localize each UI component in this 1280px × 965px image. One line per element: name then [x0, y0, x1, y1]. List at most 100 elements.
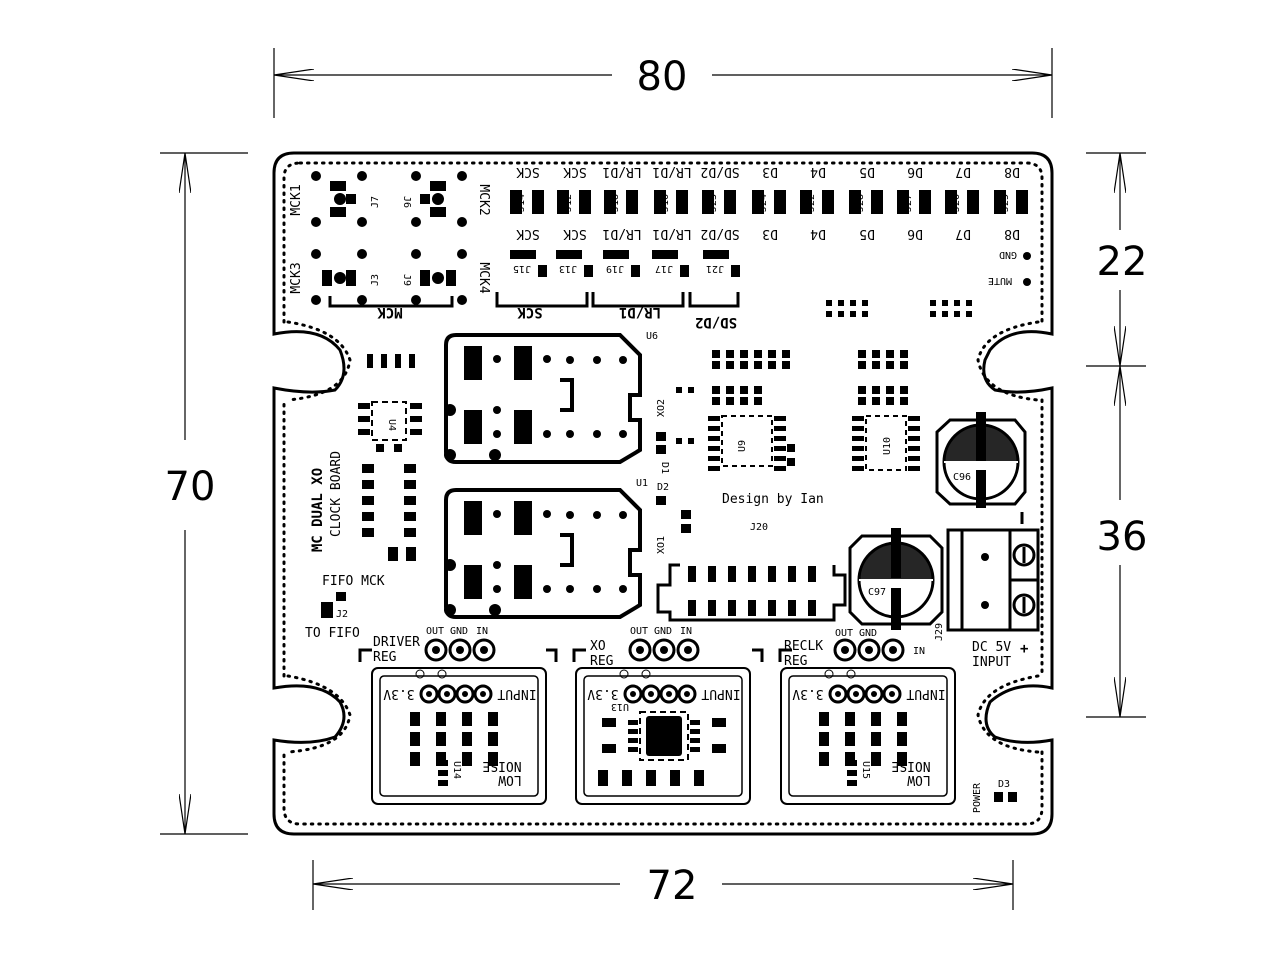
reg-driver-name: DRIVER — [373, 635, 420, 650]
mck3-label: MCK3 — [289, 262, 304, 293]
j20-header — [656, 563, 847, 622]
reg-module-inner — [788, 675, 948, 797]
reg-module-pin — [641, 684, 661, 704]
group-brackets — [495, 292, 740, 308]
reg-driver-reg: REG — [373, 650, 397, 665]
pin-label-gnd: GND — [450, 626, 468, 637]
top-header-label: SD/D2 — [700, 164, 739, 179]
top-header-pad — [822, 190, 834, 214]
ref-j2: J2 — [336, 609, 348, 620]
pin-label-gnd: GND — [654, 626, 672, 637]
ref-u1: U1 — [636, 478, 648, 489]
reg-module-pad — [410, 732, 420, 746]
board-inner-dotted — [282, 161, 1044, 826]
reg-module-pin — [419, 684, 439, 704]
to-fifo-label: TO FIFO — [305, 626, 360, 641]
ref-d3: D3 — [998, 779, 1010, 790]
reg-module-pad — [847, 780, 857, 786]
dimension-top — [273, 48, 1053, 118]
reg-module-pad — [628, 738, 638, 743]
top-header-pad — [800, 190, 812, 214]
top-header-label: D3 — [762, 164, 778, 179]
top-header-pad — [752, 190, 764, 214]
reg-module-pad — [819, 712, 829, 726]
lower-header-ref: J19 — [606, 263, 624, 274]
reg-module-pad — [897, 732, 907, 746]
top-header-ref: J27 — [903, 194, 914, 212]
reg-module-pad — [488, 712, 498, 726]
reg-header-pin-hole — [841, 646, 849, 654]
reg-header-pin-hole — [889, 646, 897, 654]
lower-header-pad — [703, 250, 729, 259]
reg-module-chip-outline — [639, 711, 689, 761]
reg-module-pad — [897, 752, 907, 766]
reg-module-inner — [379, 675, 539, 797]
u9-u10-pads — [712, 300, 972, 466]
lower-header-pad — [556, 250, 582, 259]
reg-header-pin — [676, 638, 700, 662]
pin-label-in: IN — [913, 646, 925, 657]
mck4-label: MCK4 — [476, 262, 491, 293]
reg-module-low: LOW — [907, 772, 931, 787]
top-header-pad — [871, 190, 883, 214]
reg-module-pad — [628, 729, 638, 734]
dimension-right-lower-label: 36 — [1097, 514, 1148, 560]
top-header-pad — [849, 190, 861, 214]
top-header-pad — [654, 190, 666, 214]
reg-module-pin-hole — [666, 691, 672, 697]
reg-module-pin — [864, 684, 884, 704]
pin-label-out: OUT — [630, 626, 648, 637]
reg-header-pin — [448, 638, 472, 662]
reg-xo-name: XO — [590, 639, 606, 654]
dimension-right — [1086, 152, 1146, 718]
mid-header-label: LR/D1 — [652, 226, 691, 241]
lower-header-pad — [731, 265, 740, 277]
ref-xo1: XO1 — [656, 536, 667, 554]
dimension-left — [160, 152, 248, 835]
ref-xo2: XO2 — [656, 399, 667, 417]
mck-ref-j7: J7 — [370, 196, 381, 208]
ref-u10: U10 — [882, 437, 893, 455]
reg-header-pin-hole — [660, 646, 668, 654]
lower-header-pad — [603, 250, 629, 259]
reg-module-pin-hole — [871, 691, 877, 697]
board-title: MC DUAL XO — [310, 468, 326, 552]
j29-pin1 — [981, 553, 989, 561]
top-header-pad — [994, 190, 1006, 214]
reg-module-v33: 3.3V — [792, 686, 823, 701]
xo-side-pads — [656, 387, 694, 533]
ref-u9: U9 — [737, 440, 748, 452]
reg-module-pad — [438, 760, 448, 766]
xo2-package — [444, 333, 642, 464]
reg-module-pad — [845, 712, 855, 726]
reg-module-low: LOW — [498, 772, 522, 787]
top-header-pad — [579, 190, 591, 214]
reg-module-pad — [436, 752, 446, 766]
reg-module-ref: U15 — [860, 761, 871, 779]
reg-module-pad — [462, 752, 472, 766]
d3-led — [994, 792, 1017, 802]
gnd-label: GND — [999, 249, 1017, 260]
reg-module-noise: NOISE — [482, 758, 521, 773]
ref-u6: U6 — [646, 331, 658, 342]
xo1-package — [444, 488, 642, 619]
reg-module-pad — [622, 770, 632, 786]
reg-module-pad — [694, 770, 704, 786]
reg-module-pad — [819, 752, 829, 766]
top-header-ref: J16 — [660, 194, 671, 212]
reg-module-pad — [628, 720, 638, 725]
reg-header-pin-hole — [684, 646, 692, 654]
mute-pad — [1023, 278, 1031, 286]
ref-d2: D2 — [657, 482, 669, 493]
c97-capacitor — [848, 528, 944, 630]
j2-connector — [321, 592, 346, 618]
reg-module-pin — [473, 684, 493, 704]
lower-header-pad — [631, 265, 640, 277]
reg-module-pin-hole — [480, 691, 486, 697]
reg-module-pad — [690, 738, 700, 743]
reg-module-pad — [712, 718, 726, 727]
top-header-label: LR/D1 — [602, 164, 641, 179]
mck-connectors — [311, 171, 467, 305]
top-header-ref: J22 — [806, 194, 817, 212]
